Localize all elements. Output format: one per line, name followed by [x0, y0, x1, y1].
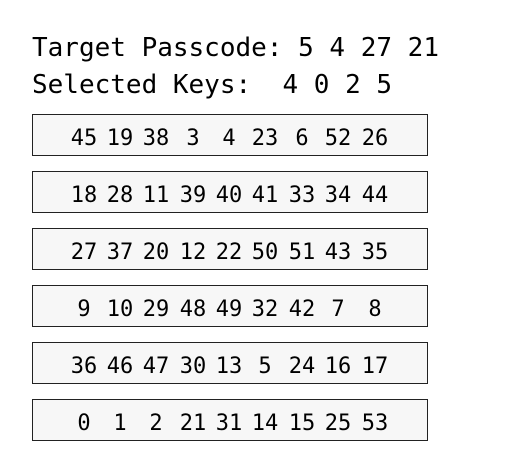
- key[interactable]: 45: [70, 126, 98, 151]
- key[interactable]: 11: [142, 183, 170, 208]
- key[interactable]: 35: [361, 240, 389, 265]
- key[interactable]: 29: [142, 297, 170, 322]
- key[interactable]: 48: [179, 297, 207, 322]
- key[interactable]: 0: [77, 411, 91, 436]
- key[interactable]: 42: [288, 297, 316, 322]
- key[interactable]: 2: [149, 411, 163, 436]
- key[interactable]: 9: [77, 297, 91, 322]
- selected-keys-values: 4 0 2 5: [282, 70, 393, 100]
- key[interactable]: 16: [324, 354, 352, 379]
- key[interactable]: 25: [324, 411, 352, 436]
- selected-keys: Selected Keys: 4 0 2 5: [32, 70, 392, 100]
- key-row-4: 9 10 29 48 49 32 42 7 8: [32, 285, 428, 327]
- key[interactable]: 41: [251, 183, 279, 208]
- key[interactable]: 50: [251, 240, 279, 265]
- key[interactable]: 10: [106, 297, 134, 322]
- key-row-2: 18 28 11 39 40 41 33 34 44: [32, 171, 428, 213]
- key[interactable]: 28: [106, 183, 134, 208]
- key[interactable]: 49: [215, 297, 243, 322]
- target-passcode-label: Target Passcode:: [32, 33, 283, 63]
- keypad: 45 19 38 3 4 23 6 52 26 18 28 11 39 40 4…: [32, 114, 428, 441]
- key[interactable]: 40: [215, 183, 243, 208]
- key[interactable]: 21: [179, 411, 207, 436]
- key[interactable]: 52: [324, 126, 352, 151]
- key[interactable]: 22: [215, 240, 243, 265]
- key[interactable]: 5: [258, 354, 272, 379]
- key[interactable]: 18: [70, 183, 98, 208]
- key[interactable]: 7: [331, 297, 345, 322]
- key[interactable]: 13: [215, 354, 243, 379]
- key[interactable]: 47: [142, 354, 170, 379]
- key[interactable]: 17: [361, 354, 389, 379]
- key[interactable]: 30: [179, 354, 207, 379]
- key[interactable]: 53: [361, 411, 389, 436]
- key[interactable]: 38: [142, 126, 170, 151]
- key[interactable]: 20: [142, 240, 170, 265]
- key[interactable]: 8: [368, 297, 382, 322]
- key[interactable]: 32: [251, 297, 279, 322]
- key[interactable]: 36: [70, 354, 98, 379]
- key[interactable]: 33: [288, 183, 316, 208]
- key[interactable]: 4: [222, 126, 236, 151]
- key[interactable]: 3: [186, 126, 200, 151]
- key[interactable]: 19: [106, 126, 134, 151]
- key[interactable]: 34: [324, 183, 352, 208]
- key[interactable]: 26: [361, 126, 389, 151]
- key[interactable]: 15: [288, 411, 316, 436]
- key[interactable]: 24: [288, 354, 316, 379]
- target-passcode: Target Passcode: 5 4 27 21: [32, 33, 439, 63]
- key[interactable]: 44: [361, 183, 389, 208]
- key-row-5: 36 46 47 30 13 5 24 16 17: [32, 342, 428, 384]
- key[interactable]: 46: [106, 354, 134, 379]
- key[interactable]: 14: [251, 411, 279, 436]
- key[interactable]: 12: [179, 240, 207, 265]
- key[interactable]: 37: [106, 240, 134, 265]
- key-row-6: 0 1 2 21 31 14 15 25 53: [32, 399, 428, 441]
- selected-keys-label: Selected Keys:: [32, 70, 252, 100]
- key[interactable]: 6: [295, 126, 309, 151]
- target-passcode-values: 5 4 27 21: [298, 33, 439, 63]
- key[interactable]: 31: [215, 411, 243, 436]
- key-row-1: 45 19 38 3 4 23 6 52 26: [32, 114, 428, 156]
- key[interactable]: 43: [324, 240, 352, 265]
- key[interactable]: 27: [70, 240, 98, 265]
- key[interactable]: 51: [288, 240, 316, 265]
- key[interactable]: 1: [113, 411, 127, 436]
- key[interactable]: 23: [251, 126, 279, 151]
- key[interactable]: 39: [179, 183, 207, 208]
- key-row-3: 27 37 20 12 22 50 51 43 35: [32, 228, 428, 270]
